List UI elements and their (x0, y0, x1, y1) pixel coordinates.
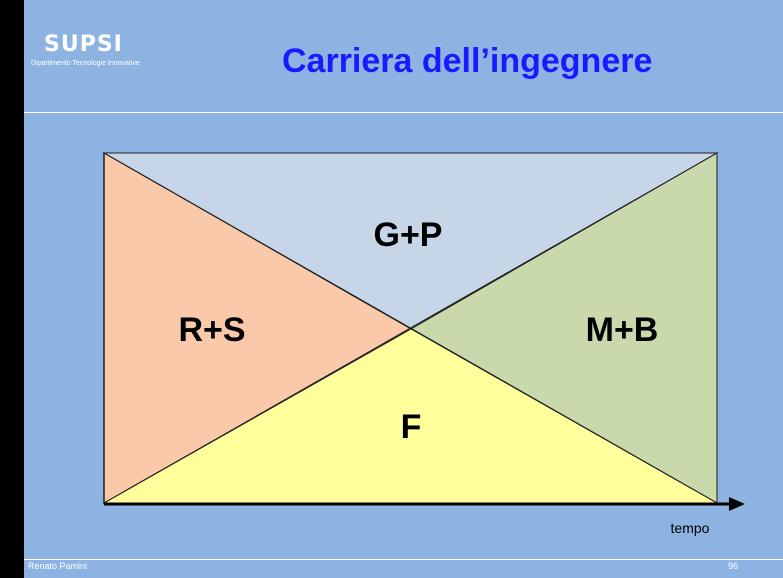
supsi-logo: SUPSI (44, 32, 123, 57)
region-label-bottom: F (401, 408, 422, 446)
region-label-top: G+P (374, 216, 443, 254)
career-diagram: G+P R+S M+B F tempo (102, 152, 745, 536)
slide-title: Carriera dell’ingegnere (282, 42, 653, 80)
slide-left-border (0, 0, 24, 578)
time-axis-arrowhead (729, 497, 745, 511)
footer-divider (24, 559, 783, 560)
region-label-right: M+B (586, 311, 659, 349)
time-axis-label: tempo (671, 520, 710, 536)
header-divider (24, 112, 783, 113)
logo-subtitle: Dipartimento Tecnologie Innovative (31, 60, 140, 67)
page-number: 96 (728, 561, 739, 571)
region-label-left: R+S (178, 311, 245, 349)
footer-author: Renato Pamini (28, 561, 88, 571)
diagonal-line (103, 152, 718, 504)
slide-header: SUPSI Dipartimento Tecnologie Innovative… (24, 0, 783, 112)
